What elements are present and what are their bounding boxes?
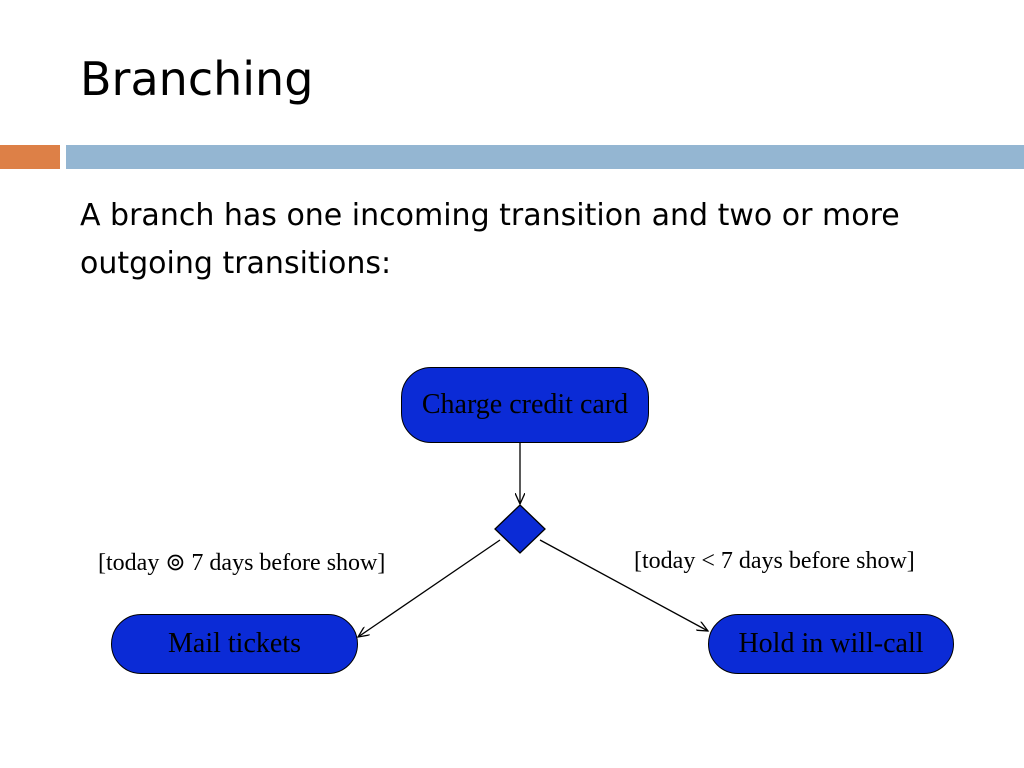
slide-body-text: A branch has one incoming transition and…	[80, 198, 900, 281]
action-node-charge-credit-card: Charge credit card	[401, 367, 649, 443]
accent-bar-blue	[66, 145, 1024, 169]
guard-label-right: [today < 7 days before show]	[634, 548, 915, 574]
accent-bar-orange	[0, 145, 60, 169]
slide-title: Branching	[80, 52, 314, 106]
action-node-mail-tickets: Mail tickets	[111, 614, 358, 674]
decision-diamond	[494, 504, 546, 554]
arrow-branch-to-mail	[358, 539, 501, 637]
guard-label-left: [today ⊚ 7 days before show]	[98, 550, 386, 576]
action-node-hold-in-will-call: Hold in will-call	[708, 614, 954, 674]
arrow-branch-to-hold	[539, 539, 708, 631]
